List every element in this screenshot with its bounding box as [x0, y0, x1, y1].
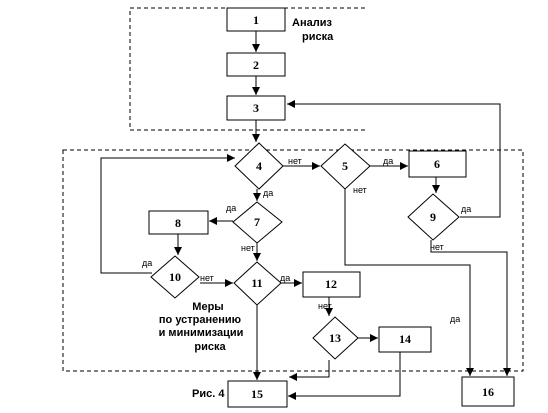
- process-box-2-label: 2: [253, 58, 259, 72]
- measures-title-line1: Меры: [192, 301, 223, 313]
- label-11-yes: да: [280, 273, 290, 283]
- flow-edges: [100, 31, 511, 400]
- decision-diamond-13: 13: [312, 316, 359, 360]
- measures-title-line4: риска: [194, 341, 226, 353]
- risk-analysis-title-line2: риска: [302, 31, 334, 43]
- label-4-yes: да: [263, 188, 273, 198]
- measures-title-line3: и минимизации: [159, 327, 244, 339]
- label-9-yes: да: [461, 204, 471, 214]
- process-box-16: 16: [461, 376, 515, 407]
- decision-diamond-5: 5: [320, 143, 371, 190]
- decision-diamond-10-label: 10: [169, 270, 181, 284]
- process-box-3-label: 3: [253, 101, 259, 115]
- label-5-yes: да: [383, 156, 393, 166]
- edge-13-15: [289, 360, 330, 381]
- edge-10-4: [100, 154, 235, 274]
- decision-diamond-4-frame: [234, 142, 284, 190]
- risk-analysis-title-line1: Анализ: [292, 17, 332, 29]
- process-box-12-frame: [302, 271, 361, 298]
- process-box-6-frame: [408, 150, 467, 178]
- process-box-3-frame: [226, 95, 286, 121]
- process-box-1-frame: [226, 7, 286, 32]
- process-box-6-label: 6: [434, 157, 440, 171]
- process-box-14-label: 14: [399, 332, 411, 346]
- decision-diamond-5-frame: [320, 143, 371, 190]
- process-box-15: 15: [227, 380, 288, 408]
- decision-diamond-11-frame: [233, 261, 282, 306]
- measures-title-line2: по устранению: [159, 314, 241, 326]
- decision-diamond-7-frame: [232, 201, 283, 244]
- label-4-no: нет: [288, 156, 302, 166]
- process-box-8-frame: [148, 210, 209, 235]
- decision-diamond-10-frame: [150, 255, 200, 299]
- process-box-15-label: 15: [251, 387, 263, 401]
- label-12-no: нет: [318, 301, 332, 311]
- figure-caption: Рис. 4: [192, 388, 225, 400]
- decision-diamond-4: 4: [234, 142, 284, 190]
- edge-9-3: [287, 100, 501, 218]
- label-10-no: нет: [200, 273, 214, 283]
- risk-analysis-region: [129, 7, 365, 131]
- decision-diamond-13-label: 13: [329, 331, 341, 345]
- edge-14-15: [288, 352, 401, 400]
- process-box-16-label: 16: [482, 385, 494, 399]
- process-box-14-frame: [378, 326, 432, 353]
- process-box-6: 6: [408, 150, 467, 178]
- edge-9-16: [430, 240, 511, 376]
- decision-diamond-9: 9: [407, 193, 460, 241]
- process-box-1-label: 1: [253, 13, 259, 27]
- decision-diamond-4-label: 4: [256, 159, 262, 173]
- decision-diamond-13-frame: [312, 316, 359, 360]
- label-7-yes: да: [226, 203, 236, 213]
- process-box-2-frame: [226, 52, 286, 77]
- decision-diamond-9-frame: [407, 193, 460, 241]
- process-box-12-label: 12: [325, 277, 337, 291]
- label-5-path-yes: да: [450, 314, 460, 324]
- branch-labels: нет да нет да да да нет нет да нет да не…: [142, 156, 471, 324]
- decision-diamond-11-label: 11: [251, 276, 262, 290]
- label-10-yes: да: [142, 258, 152, 268]
- decision-diamond-11: 11: [233, 261, 282, 306]
- label-7-no: нет: [241, 243, 255, 253]
- decision-diamond-7: 7: [232, 201, 283, 244]
- decision-diamond-10: 10: [150, 255, 200, 299]
- process-box-8-label: 8: [175, 216, 181, 230]
- process-box-16-frame: [461, 376, 515, 407]
- label-9-no: нет: [430, 242, 444, 252]
- process-box-2: 2: [226, 52, 286, 77]
- decision-diamond-9-label: 9: [430, 210, 436, 224]
- process-box-12: 12: [302, 271, 361, 298]
- risk-measures-region: [62, 149, 524, 372]
- process-box-3: 3: [226, 95, 286, 121]
- process-box-8: 8: [148, 210, 209, 235]
- decision-diamond-7-label: 7: [254, 215, 260, 229]
- process-box-1: 1: [226, 7, 286, 32]
- process-box-15-frame: [227, 380, 288, 408]
- edge-5-16: [344, 189, 474, 376]
- decision-diamond-5-label: 5: [342, 159, 348, 173]
- label-5-no: нет: [353, 185, 367, 195]
- process-box-14: 14: [378, 326, 432, 353]
